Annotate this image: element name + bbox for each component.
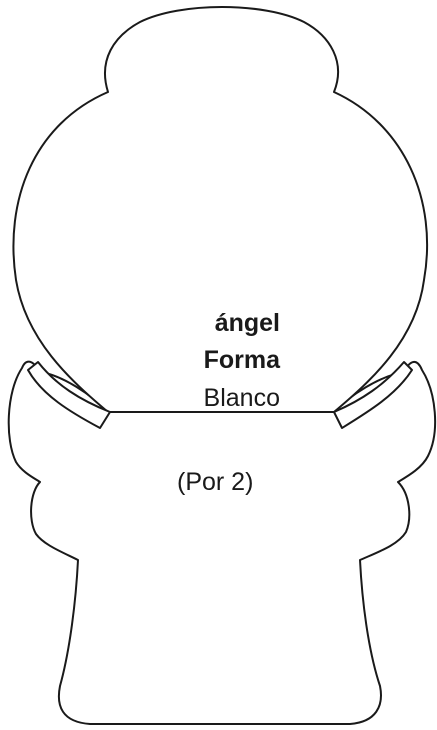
left-arm-outline xyxy=(27,361,111,429)
pattern-quantity-label: (Por 2) xyxy=(177,468,254,496)
pattern-color-label: Blanco xyxy=(203,384,280,412)
right-arm-outline xyxy=(333,361,413,429)
angel-body-outline xyxy=(7,360,437,725)
pattern-subtitle: Forma xyxy=(203,346,280,374)
pattern-title: ángel xyxy=(214,309,280,337)
angel-head-outline xyxy=(12,6,429,413)
